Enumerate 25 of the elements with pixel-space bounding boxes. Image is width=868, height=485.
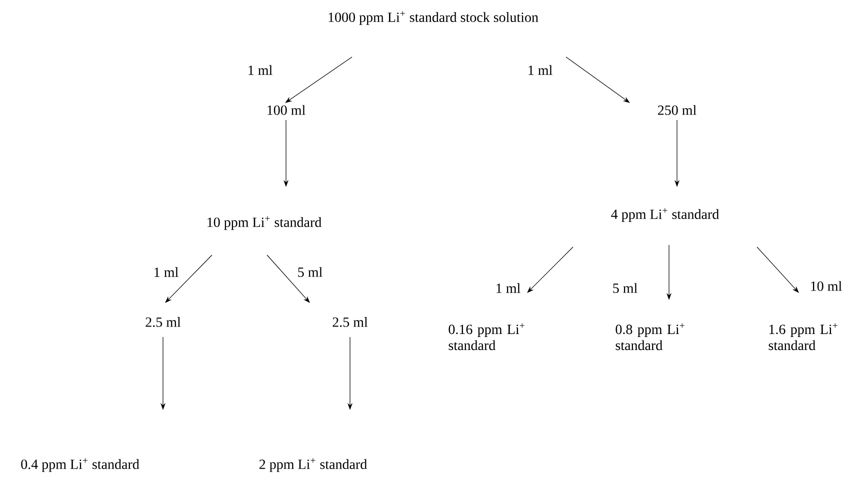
arrow xyxy=(285,56,352,103)
edge-label: 1 ml xyxy=(496,283,520,293)
concentration-label: 1.6 ppm Li$^{+}$ standard xyxy=(768,323,838,350)
edge-label: 1 ml xyxy=(528,65,552,75)
arrow xyxy=(266,254,310,303)
edge-label: 10 ml xyxy=(811,281,842,291)
edge-label: 1 ml xyxy=(154,267,178,277)
concentration-label: 0.16 ppm Li$^{+}$ standard xyxy=(448,323,524,350)
concentration-label: 1000 ppm Li$^{+}$ standard stock solution xyxy=(328,11,538,25)
volume-label: 250 ml xyxy=(658,105,696,115)
concentration-label: 4 ppm Li$^{+}$ standard xyxy=(611,208,719,222)
arrow xyxy=(566,56,630,103)
concentration-label: 0.8 ppm Li$^{+}$ standard xyxy=(616,323,684,350)
arrow xyxy=(756,246,799,293)
volume-label: 100 ml xyxy=(268,105,306,115)
volume-label: 2.5 ml xyxy=(146,317,181,327)
arrow xyxy=(165,254,212,303)
edge-label: 1 ml xyxy=(248,65,272,75)
concentration-label: 2 ppm Li$^{+}$ standard xyxy=(259,458,367,472)
arrow xyxy=(527,246,574,293)
concentration-label: 10 ppm Li$^{+}$ standard xyxy=(208,216,322,230)
edge-label: 5 ml xyxy=(613,283,638,293)
edge-label: 5 ml xyxy=(298,267,322,277)
volume-label: 2.5 ml xyxy=(332,317,368,327)
concentration-label: 0.4 ppm Li$^{+}$ standard xyxy=(21,458,140,472)
